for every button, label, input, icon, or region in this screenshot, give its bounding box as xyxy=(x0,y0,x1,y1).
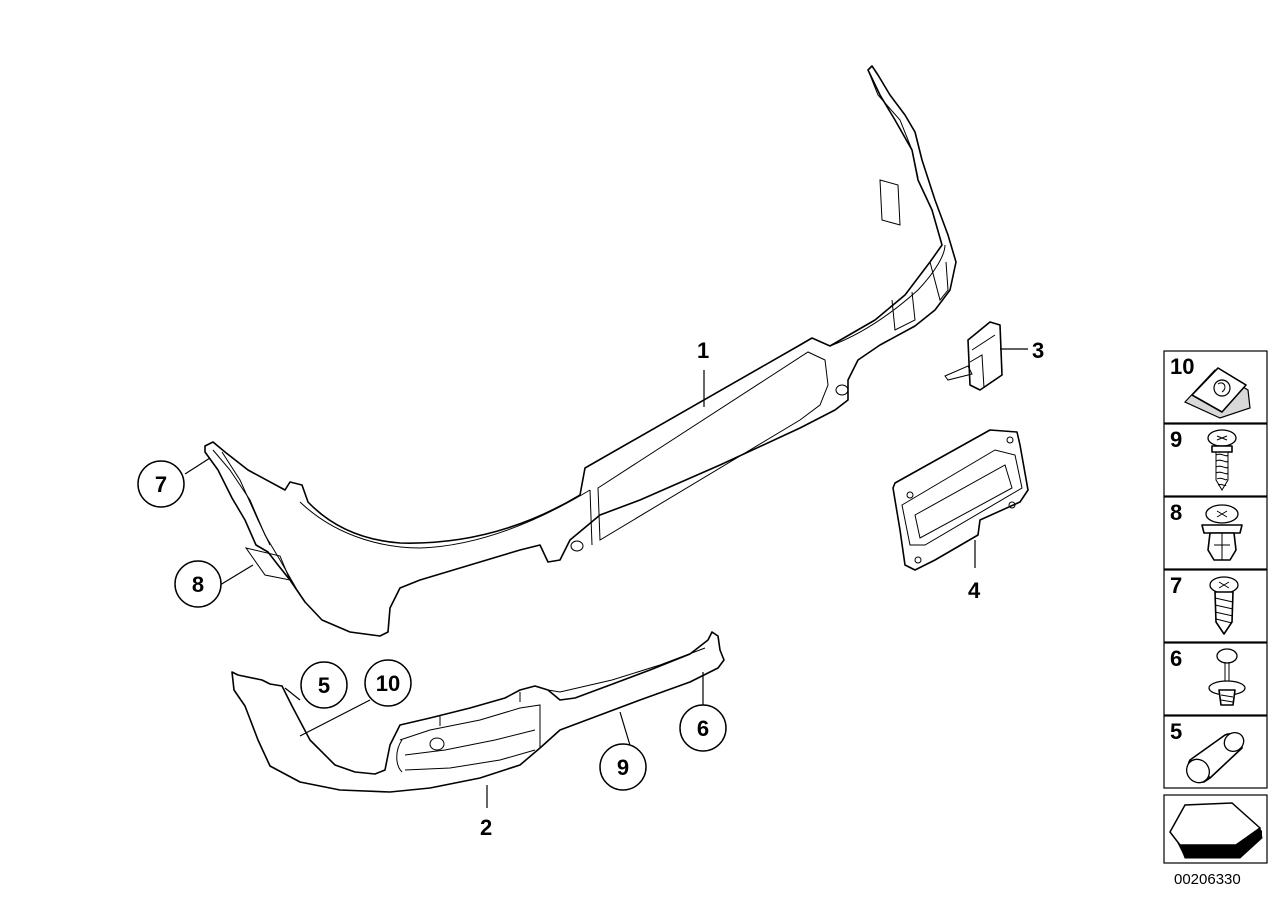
callout-2: 2 xyxy=(480,815,492,840)
spacer-sleeve-icon xyxy=(1186,732,1245,784)
diagram-code: 00206330 xyxy=(1174,871,1241,888)
circled-callout-7: 7 xyxy=(137,460,185,508)
lower-diffuser xyxy=(231,631,725,793)
svg-text:10: 10 xyxy=(376,671,400,696)
legend-number-7: 7 xyxy=(1170,573,1182,598)
leader-lines xyxy=(184,348,1028,808)
circled-callout-9: 9 xyxy=(599,743,647,791)
legend-number-10: 10 xyxy=(1170,354,1194,379)
svg-text:5: 5 xyxy=(318,673,330,698)
svg-text:9: 9 xyxy=(617,755,629,780)
legend-number-5: 5 xyxy=(1170,719,1182,744)
circled-callout-6: 6 xyxy=(679,704,727,752)
callout-4: 4 xyxy=(968,578,981,603)
spreading-rivet-icon xyxy=(1208,648,1246,706)
expanding-rivet-icon xyxy=(1201,504,1243,561)
circled-callout-5: 5 xyxy=(300,661,348,709)
callout-1: 1 xyxy=(697,338,709,363)
legend-number-6: 6 xyxy=(1170,646,1182,671)
screw-with-washer-icon xyxy=(1207,429,1237,491)
callout-3: 3 xyxy=(1032,338,1044,363)
small-bracket xyxy=(944,321,1003,391)
clip-nut-icon xyxy=(1183,367,1251,419)
svg-text:7: 7 xyxy=(155,472,167,497)
direction-arrow-icon xyxy=(1169,802,1263,859)
svg-text:6: 6 xyxy=(697,716,709,741)
svg-text:8: 8 xyxy=(192,572,204,597)
fastener-legend: 10 9 8 7 6 5 xyxy=(1163,350,1268,864)
circled-callout-10: 10 xyxy=(364,659,412,707)
circled-callout-8: 8 xyxy=(174,560,222,608)
bumper-trim-panel xyxy=(204,65,957,637)
legend-number-9: 9 xyxy=(1170,427,1182,452)
legend-number-8: 8 xyxy=(1170,500,1182,525)
licence-plate-bracket xyxy=(892,429,1029,571)
tapping-screw-icon xyxy=(1209,576,1239,635)
